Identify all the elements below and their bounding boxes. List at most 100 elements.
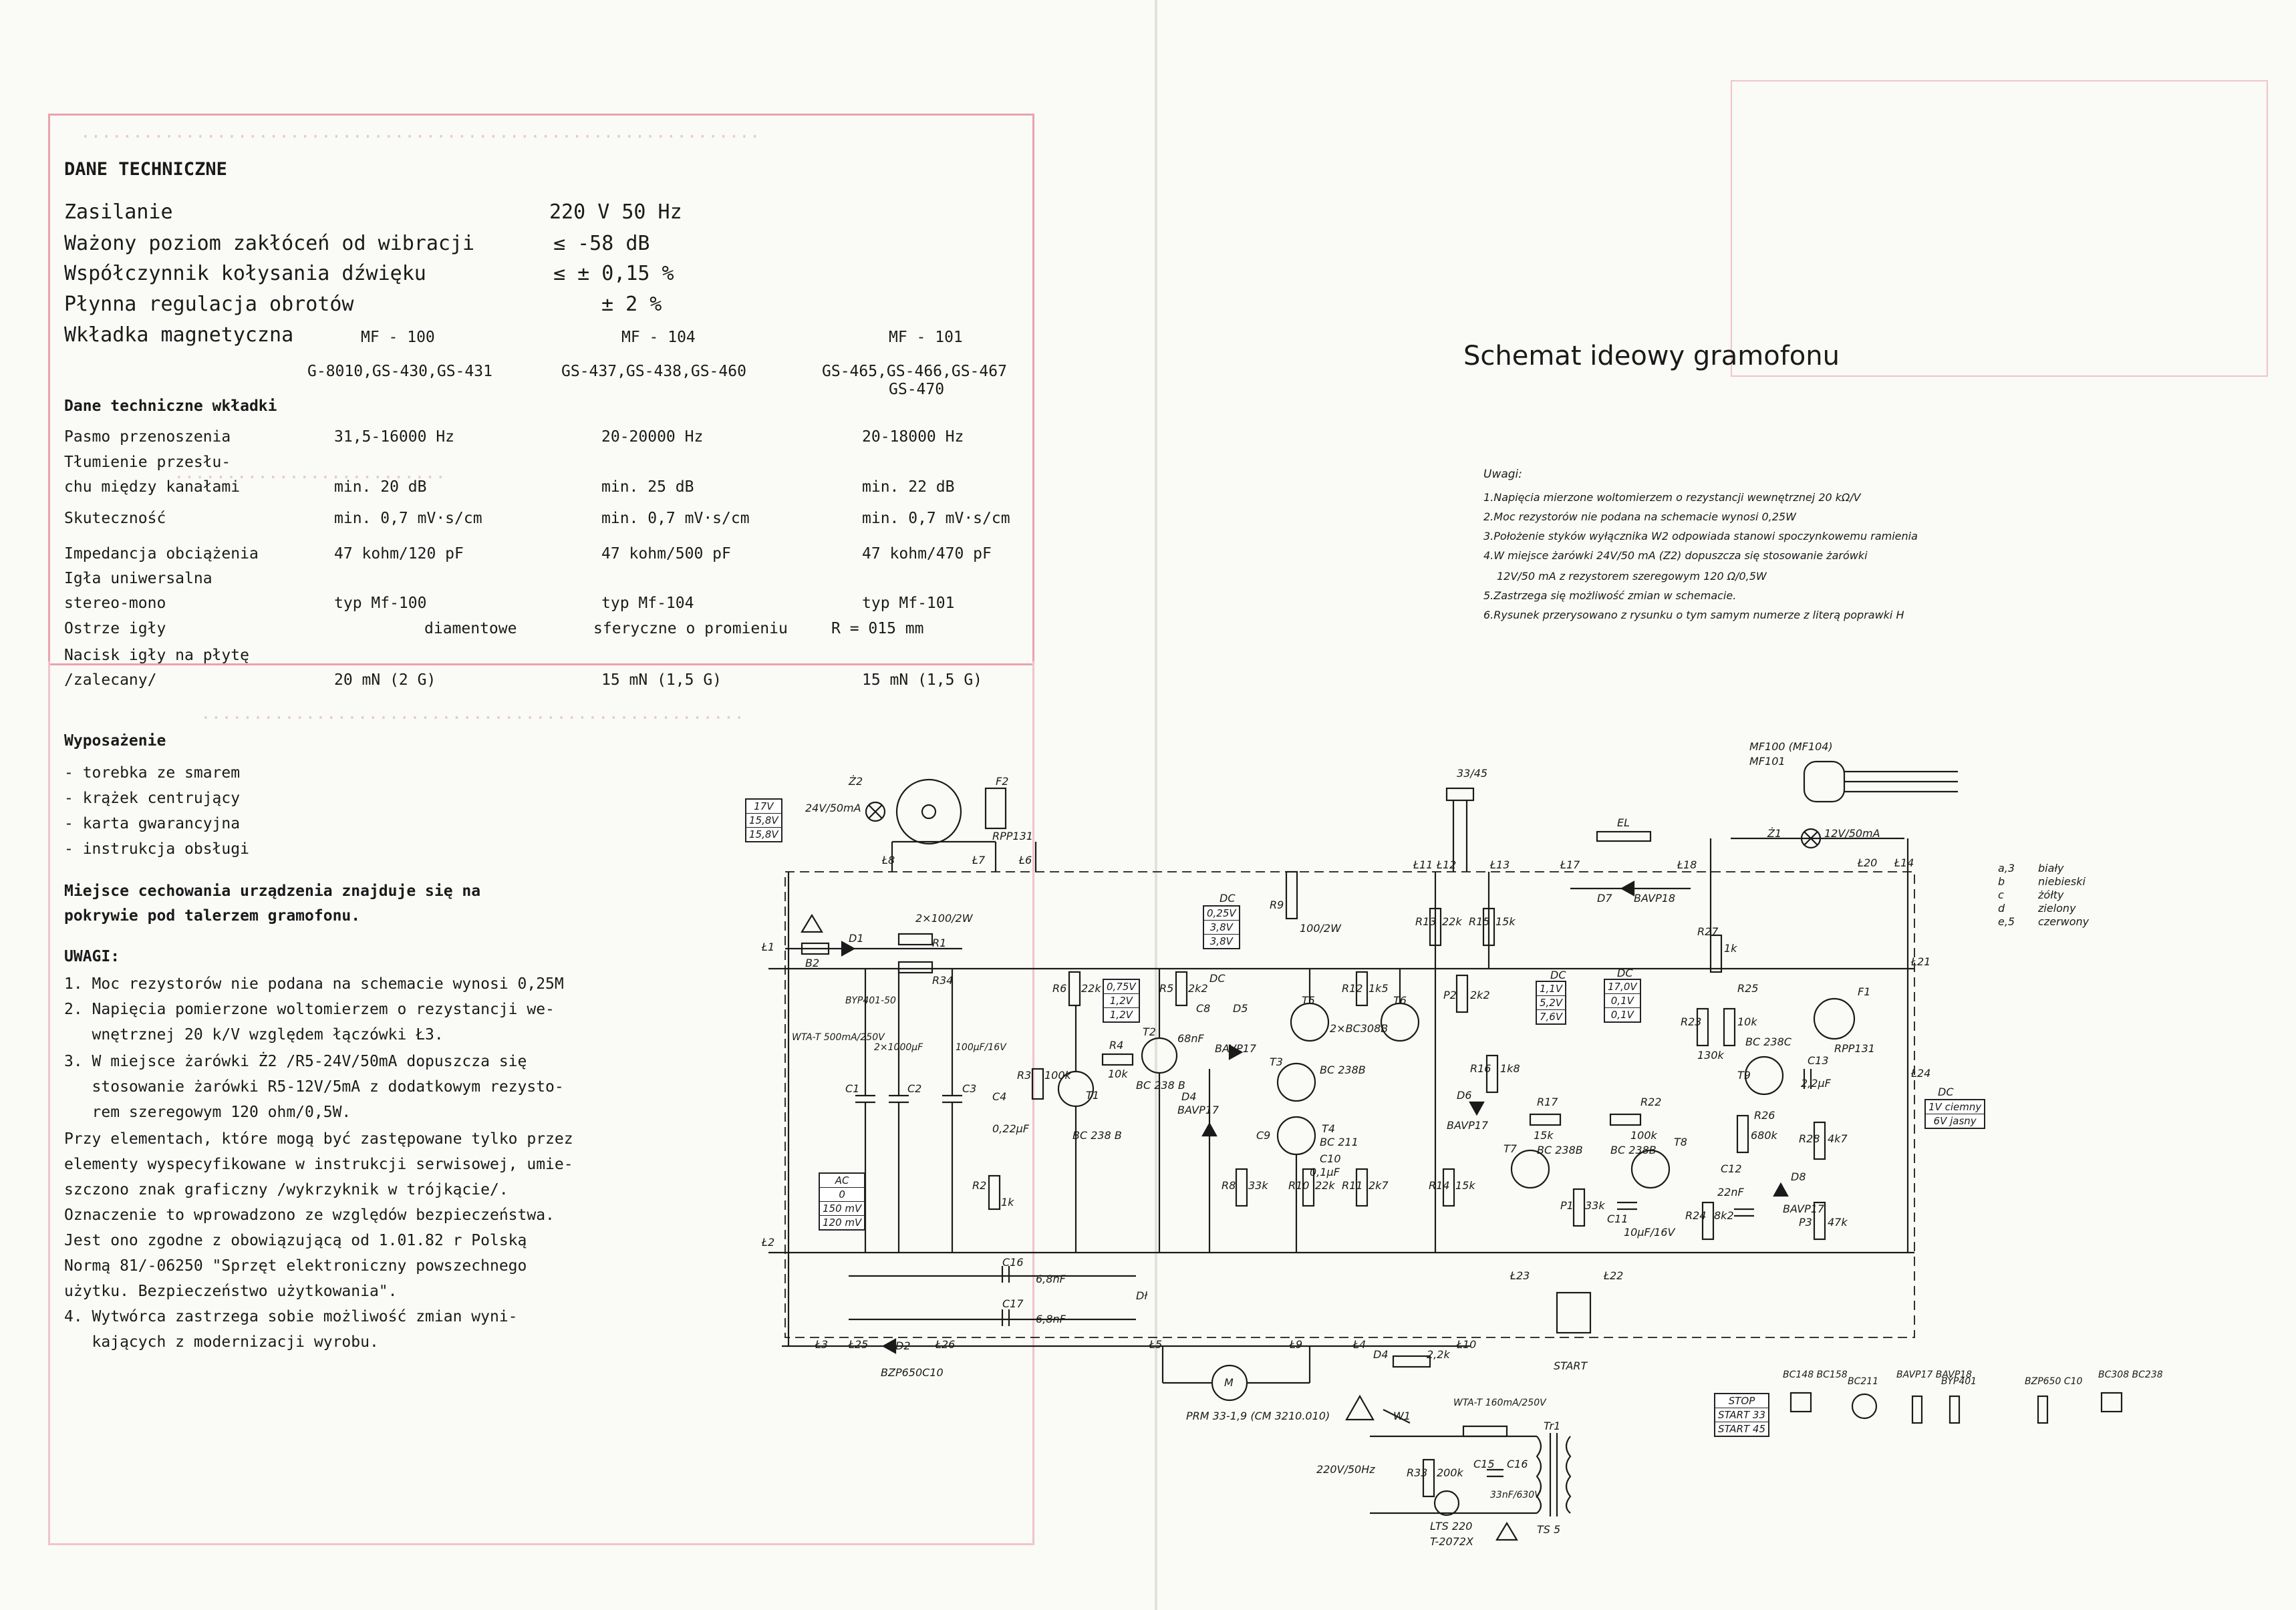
pcb-outline bbox=[784, 871, 1915, 1338]
row-value: typ Mf-104 bbox=[601, 595, 694, 612]
label: R5 bbox=[1159, 982, 1174, 995]
diode-d5 bbox=[1228, 1044, 1244, 1060]
warning-triangle bbox=[1495, 1521, 1518, 1541]
row-label: Ostrze igły bbox=[64, 620, 166, 637]
resistor-r5 bbox=[1175, 971, 1188, 1007]
schematic-note: 4.W miejsce żarówki 24V/50 mA (Z2) dopus… bbox=[1483, 549, 1868, 562]
legend-value: niebieski bbox=[2038, 875, 2086, 888]
label: R23 bbox=[1681, 1015, 1702, 1028]
part-byp401 bbox=[1949, 1395, 1961, 1424]
show-through-text: ·························· bbox=[174, 468, 446, 488]
label: Ł1 bbox=[762, 941, 775, 953]
cartridge-name: MF - 104 bbox=[621, 329, 696, 346]
note-line: 1. Moc rezystorów nie podana na schemaci… bbox=[64, 975, 564, 993]
resistor-r17 bbox=[1529, 1113, 1562, 1126]
label: C15 bbox=[1473, 1458, 1495, 1470]
legend-key: b bbox=[1998, 875, 2005, 888]
switch-label: START 45 bbox=[1714, 1422, 1769, 1437]
resistor-r33 bbox=[1422, 1458, 1435, 1498]
label: 10k bbox=[1737, 1015, 1757, 1028]
label: RPP131 bbox=[1834, 1042, 1875, 1055]
label: Ł6 bbox=[1019, 854, 1032, 866]
cartridge-models: GS-437,GS-438,GS-460 bbox=[561, 363, 746, 380]
label: B2 bbox=[805, 957, 820, 969]
label: Ł10 bbox=[1457, 1338, 1477, 1351]
voltage-cell: 17,0V bbox=[1604, 979, 1641, 994]
ac-voltage-table: AC 0 150 mV 120 mV bbox=[819, 1172, 866, 1231]
label: BZP650C10 bbox=[881, 1366, 944, 1379]
label: Ł23 bbox=[1510, 1269, 1530, 1282]
label: C2 bbox=[907, 1082, 922, 1095]
part-name: BC148 BC158 bbox=[1783, 1370, 1848, 1380]
resistor-r4 bbox=[1101, 1053, 1134, 1066]
legend-key: a,3 bbox=[1998, 862, 2015, 874]
row-value: typ Mf-100 bbox=[334, 595, 427, 612]
schematic-note: 3.Położenie styków wyłącznika W2 odpowia… bbox=[1483, 530, 1918, 542]
voltage-cell: 150 mV bbox=[819, 1201, 865, 1216]
row-value: R = 015 mm bbox=[831, 620, 924, 637]
row-value: typ Mf-101 bbox=[862, 595, 955, 612]
label: BC 238B bbox=[1610, 1144, 1657, 1156]
cartridge-label: MF100 (MF104) bbox=[1749, 740, 1833, 753]
voltage-cell: 1,2V bbox=[1103, 993, 1140, 1008]
label: 220V/50Hz bbox=[1316, 1463, 1375, 1476]
row-value: min. 0,7 mV·s/cm bbox=[862, 510, 1010, 527]
label: 1k8 bbox=[1500, 1062, 1520, 1075]
schematic-note: 5.Zastrzega się możliwość zmian w schema… bbox=[1483, 589, 1737, 602]
label: D8 bbox=[1791, 1170, 1806, 1183]
resistor-r12 bbox=[1355, 971, 1369, 1007]
label: Dł bbox=[1136, 1289, 1147, 1302]
cartridge-name: MF - 101 bbox=[889, 329, 963, 346]
neon-lamp bbox=[1433, 1490, 1460, 1516]
diode-d1 bbox=[841, 941, 856, 957]
label: 100/2W bbox=[1300, 922, 1341, 935]
schematic-note: 2.Moc rezystorów nie podana na schemacie… bbox=[1483, 510, 1796, 523]
label: R26 bbox=[1754, 1109, 1775, 1122]
label: 4k7 bbox=[1828, 1132, 1848, 1145]
label: F2 bbox=[996, 775, 1009, 788]
resistor-r10 bbox=[1302, 1168, 1315, 1207]
part-bzp650 bbox=[2037, 1395, 2049, 1424]
label: 22nF bbox=[1717, 1186, 1744, 1198]
voltage-cell: 0 bbox=[819, 1187, 865, 1202]
label: BAVP17 bbox=[1215, 1042, 1257, 1055]
label: 2k2 bbox=[1470, 989, 1490, 1001]
spec-label: Wkładka magnetyczna bbox=[64, 323, 294, 347]
part-bc148 bbox=[1789, 1392, 1812, 1413]
row-label: Impedancja obciążenia bbox=[64, 545, 259, 562]
transistor-t3 bbox=[1276, 1062, 1316, 1102]
label: 2,2μF bbox=[1801, 1077, 1831, 1090]
photoresistor-f2 bbox=[984, 787, 1007, 830]
voltage-table: 17,0V 0,1V 0,1V bbox=[1604, 979, 1641, 1023]
schematic-note: 1.Napięcia mierzone woltomierzem o rezys… bbox=[1483, 491, 1861, 504]
label: DC bbox=[1617, 967, 1633, 979]
row-label: Igła uniwersalna bbox=[64, 570, 212, 587]
voltage-table: 1,1V 5,2V 7,6V bbox=[1536, 981, 1567, 1025]
resistor-r27 bbox=[1709, 934, 1723, 973]
legend-key: c bbox=[1998, 889, 2004, 901]
note-line: użytku. Bezpieczeństwo użytkowania". bbox=[64, 1283, 398, 1300]
warning-triangle bbox=[1345, 1394, 1375, 1421]
resistor-r8 bbox=[1235, 1168, 1248, 1207]
row-value: 20-20000 Hz bbox=[601, 428, 704, 446]
start-switch bbox=[1556, 1291, 1592, 1334]
transformer-primary bbox=[1536, 1436, 1542, 1514]
transistor-t7 bbox=[1510, 1149, 1550, 1189]
label: 0,22μF bbox=[992, 1122, 1030, 1135]
label: Ł25 bbox=[849, 1338, 869, 1351]
stamp-location: Miejsce cechowania urządzenia znajduje s… bbox=[64, 882, 481, 900]
label: D2 bbox=[895, 1339, 911, 1352]
voltage-cell: 3,8V bbox=[1203, 934, 1240, 949]
spec-label: Ważony poziom zakłóceń od wibracji bbox=[64, 232, 475, 255]
label: Ł14 bbox=[1894, 856, 1914, 869]
label: DC bbox=[1219, 892, 1236, 905]
label: 15k bbox=[1495, 915, 1516, 928]
fuse-wta bbox=[1462, 1425, 1508, 1438]
label: START bbox=[1554, 1359, 1588, 1372]
part-bc308 bbox=[2100, 1392, 2123, 1413]
label: R11 bbox=[1342, 1179, 1363, 1192]
label: R3 bbox=[1017, 1069, 1032, 1082]
label: R24 bbox=[1685, 1209, 1707, 1222]
label: T2 bbox=[1143, 1025, 1156, 1038]
legend-value: zielony bbox=[2038, 902, 2076, 915]
